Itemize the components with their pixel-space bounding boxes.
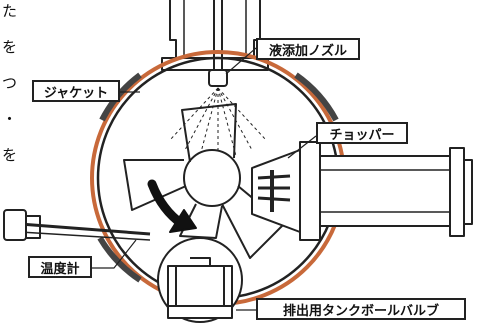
edge-text-5: を <box>2 146 18 164</box>
label-thermometer: 温度計 <box>28 256 92 278</box>
agitator-blade-top <box>181 103 237 163</box>
label-chopper: チョッパー <box>316 122 408 144</box>
chopper-housing <box>251 149 301 233</box>
thermometer-head <box>3 209 27 241</box>
chopper-flange <box>299 141 321 241</box>
leader-lines <box>90 47 317 311</box>
label-jacket: ジャケット <box>32 80 120 102</box>
label-nozzle: 液添加ノズル <box>256 38 360 60</box>
nozzle-pipe <box>213 0 223 72</box>
chopper-end-cap <box>449 147 465 237</box>
edge-text-3: つ <box>2 74 18 92</box>
edge-text-1: た <box>2 2 18 20</box>
edge-text-4: ・ <box>2 110 18 128</box>
thermometer-probe <box>19 222 151 236</box>
edge-text-2: を <box>2 38 18 56</box>
label-valve: 排出用タンクボールバルブ <box>256 298 466 320</box>
agitator-hub <box>183 149 241 207</box>
chopper-motor <box>319 155 451 227</box>
